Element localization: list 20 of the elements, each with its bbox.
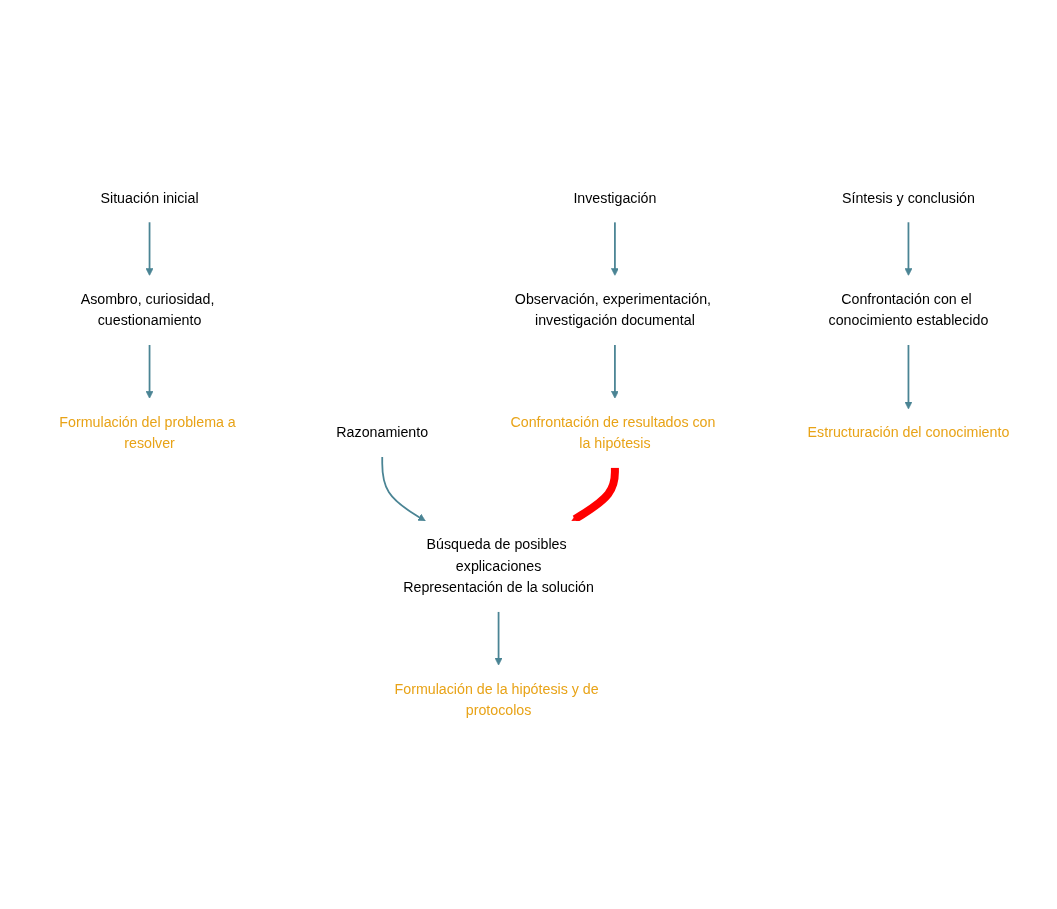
node-text: Razonamiento [335,425,428,441]
node-text: Formulación del problema a resolver [58,414,236,451]
arrow [610,344,619,399]
node-text: Observación, experimentación, investigación documental [514,291,711,329]
node-text: Confrontación de resultados con la hipótesis [509,414,715,451]
arrow [380,456,426,522]
node-text: Asombro, curiosidad, cuestionamiento [80,291,214,329]
node-text: Estructuración del conocimiento [807,425,1009,441]
node-text: Formulación de la hipótesis y de protocolos [394,681,599,718]
node-text: Búsqueda de posibles explicaciones Representación de la solución [402,537,594,596]
arrow [145,344,153,399]
node-text: Investigación [572,190,656,206]
arrow [904,221,912,277]
arrow [145,221,153,277]
arrow [904,344,912,410]
node-text: Situación inicial [100,190,199,206]
arrow [494,611,502,666]
node-text: Confrontación con el conocimiento establecido [828,291,988,329]
node-text: Síntesis y conclusión [841,190,975,206]
arrow [610,221,619,277]
